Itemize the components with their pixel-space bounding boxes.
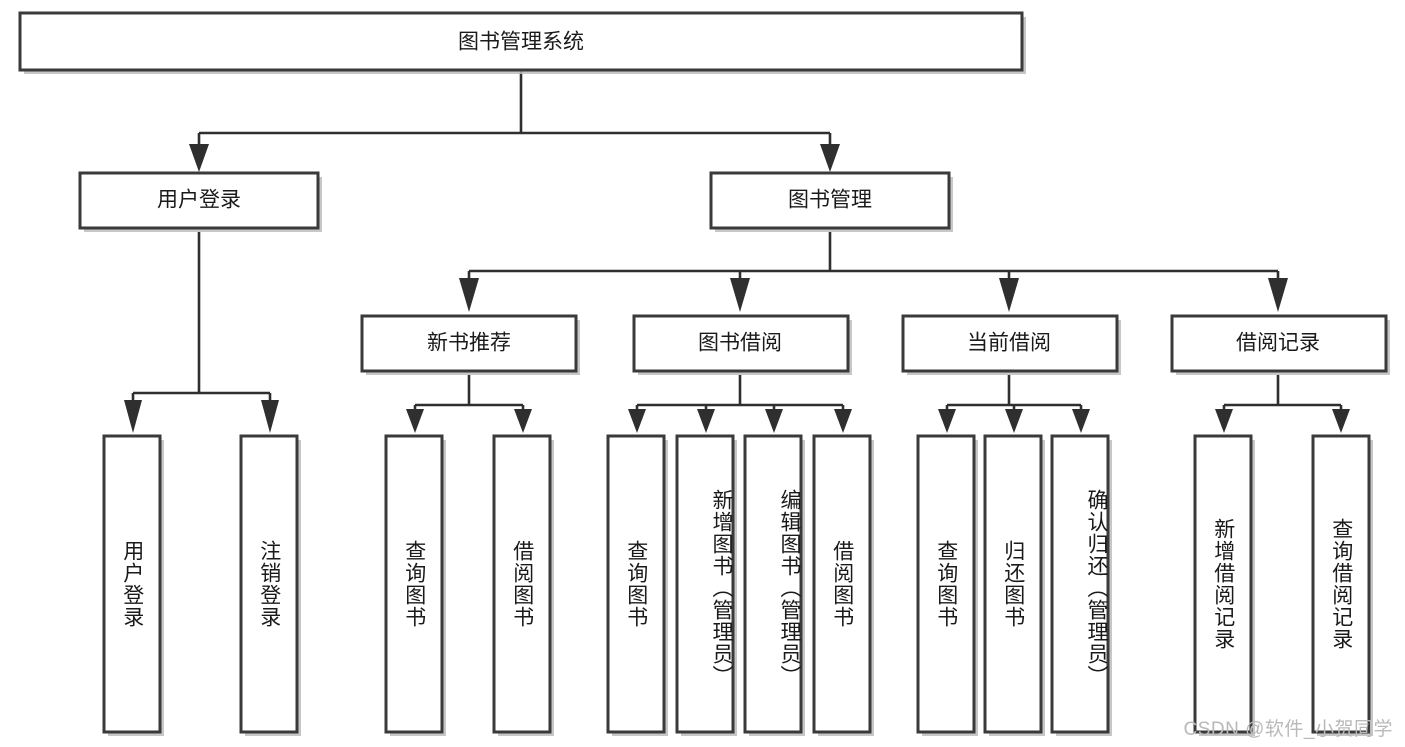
connector-layer xyxy=(124,70,1350,433)
node-borrow-records[interactable]: 借阅记录 xyxy=(1170,314,1390,375)
arrow-to-leaf-borrow-book-2 xyxy=(834,409,852,433)
node-user-login-label: 用户登录 xyxy=(157,189,241,212)
arrow-to-leaf-add-book xyxy=(697,409,715,433)
leaf-return-book[interactable] xyxy=(983,434,1045,736)
arrow-to-leaf-borrow-book-1 xyxy=(514,409,532,433)
leaf-add-borrow-record[interactable] xyxy=(1193,434,1255,736)
leaf-query-book-current[interactable] xyxy=(916,434,978,736)
node-current-borrow-label: 当前借阅 xyxy=(967,332,1051,355)
arrow-to-current-borrow xyxy=(999,278,1019,312)
arrow-to-leaf-query-book-2 xyxy=(628,409,646,433)
leaf-query-book-borrow[interactable] xyxy=(606,434,668,736)
arrow-to-book-borrow xyxy=(730,278,750,312)
arrow-to-leaf-add-record xyxy=(1215,409,1233,433)
leaf-add-book[interactable] xyxy=(675,434,737,736)
arrow-to-leaf-logout xyxy=(261,400,279,433)
node-book-borrow-label: 图书借阅 xyxy=(698,332,782,355)
node-root-label: 图书管理系统 xyxy=(458,31,584,54)
leaf-borrow-book[interactable] xyxy=(812,434,874,736)
node-borrow-records-label: 借阅记录 xyxy=(1236,332,1320,355)
arrow-to-leaf-return-book xyxy=(1005,409,1023,433)
arrow-to-user-login xyxy=(189,144,209,172)
node-root[interactable]: 图书管理系统 xyxy=(18,11,1026,74)
leaf-edit-book[interactable] xyxy=(743,434,805,736)
leaf-logout[interactable] xyxy=(239,434,301,736)
leaf-query-book-recommend[interactable] xyxy=(384,434,446,736)
node-new-book-recommend[interactable]: 新书推荐 xyxy=(360,314,580,375)
node-user-login[interactable]: 用户登录 xyxy=(78,171,322,232)
arrow-to-book-mgmt xyxy=(820,144,840,172)
node-book-management[interactable]: 图书管理 xyxy=(709,171,953,232)
node-book-borrow[interactable]: 图书借阅 xyxy=(632,314,852,375)
node-new-book-recommend-label: 新书推荐 xyxy=(427,332,511,355)
node-current-borrow[interactable]: 当前借阅 xyxy=(901,314,1121,375)
node-book-management-label: 图书管理 xyxy=(788,189,872,212)
arrow-to-leaf-edit-book xyxy=(765,409,783,433)
arrow-to-new-book-recommend xyxy=(459,278,479,312)
arrow-to-leaf-query-book-1 xyxy=(406,409,424,433)
arrow-to-leaf-confirm-return xyxy=(1072,409,1090,433)
watermark: CSDN @软件_小贺同学 xyxy=(1183,719,1393,740)
leaf-user-login[interactable] xyxy=(102,434,164,736)
arrow-to-leaf-user-login xyxy=(124,400,142,433)
leaf-query-borrow-record[interactable] xyxy=(1311,434,1373,736)
arrow-to-leaf-query-book-3 xyxy=(938,409,956,433)
leaf-confirm-return[interactable] xyxy=(1050,434,1112,736)
leaf-borrow-book-recommend[interactable] xyxy=(492,434,554,736)
arrow-to-leaf-query-record xyxy=(1332,409,1350,433)
arrow-to-borrow-records xyxy=(1268,278,1288,312)
